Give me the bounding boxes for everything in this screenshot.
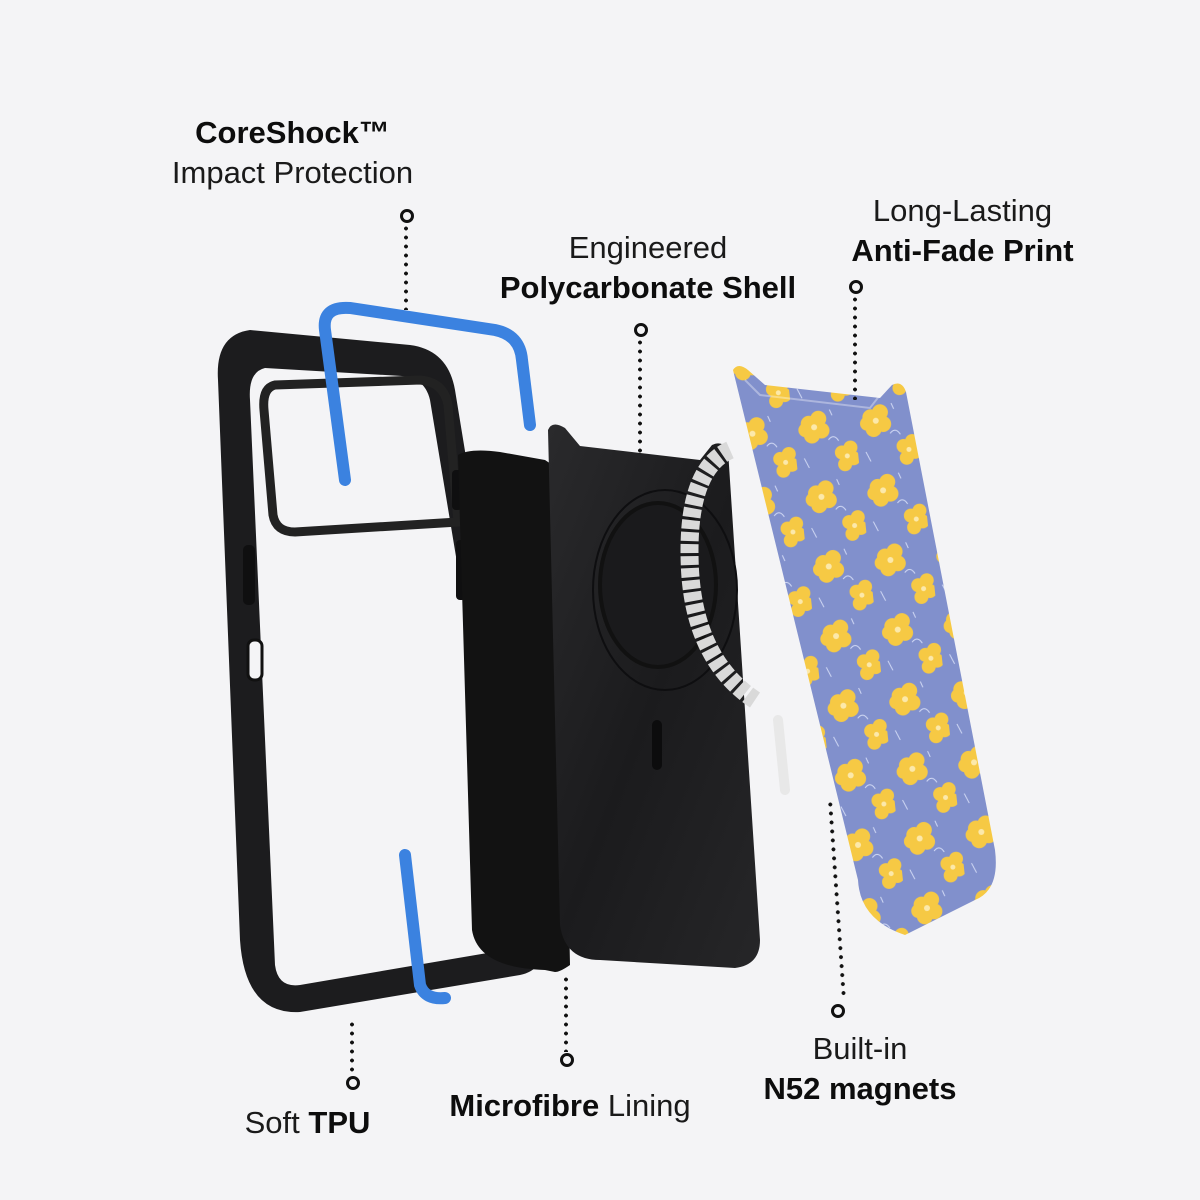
callout-coreshock: CoreShock™ Impact Protection	[150, 113, 435, 193]
leader-antifade	[853, 295, 857, 400]
pin-magnets	[831, 1004, 845, 1018]
leader-tpu	[350, 1020, 354, 1075]
callout-polycarbonate-title: Polycarbonate Shell	[499, 270, 797, 305]
callout-magnets: Built-in N52 magnets	[745, 1029, 975, 1109]
callout-microfibre-suffix: Lining	[607, 1088, 691, 1123]
leader-coreshock	[404, 224, 408, 310]
anti-fade-print-back	[733, 366, 996, 935]
coreshock-bumpers	[318, 301, 536, 1005]
callout-antifade-subtitle: Long-Lasting	[872, 193, 1053, 228]
leader-microfibre	[564, 975, 568, 1052]
callout-coreshock-title: CoreShock™	[195, 115, 390, 150]
polycarbonate-shell	[548, 424, 760, 968]
pin-microfibre	[560, 1053, 574, 1067]
callout-microfibre-title: Microfibre	[449, 1088, 600, 1123]
callout-microfibre: Microfibre Lining	[425, 1086, 715, 1126]
pin-tpu	[346, 1076, 360, 1090]
callout-antifade: Long-Lasting Anti-Fade Print	[830, 191, 1095, 271]
pin-coreshock	[400, 209, 414, 223]
callout-magnets-title: N52 magnets	[763, 1071, 957, 1106]
callout-polycarbonate: Engineered Polycarbonate Shell	[478, 228, 818, 308]
n52-magnet-ring	[680, 441, 790, 795]
pin-polycarbonate	[634, 323, 648, 337]
callout-antifade-title: Anti-Fade Print	[851, 233, 1074, 268]
pin-antifade	[849, 280, 863, 294]
microfibre-lining	[458, 450, 570, 973]
callout-magnets-subtitle: Built-in	[812, 1031, 908, 1066]
callout-coreshock-subtitle: Impact Protection	[171, 155, 414, 190]
leader-polycarbonate	[638, 338, 642, 453]
callout-tpu-prefix: Soft	[244, 1105, 300, 1140]
callout-tpu-title: TPU	[308, 1105, 371, 1140]
callout-polycarbonate-subtitle: Engineered	[568, 230, 728, 265]
callout-tpu: Soft TPU	[225, 1103, 390, 1143]
